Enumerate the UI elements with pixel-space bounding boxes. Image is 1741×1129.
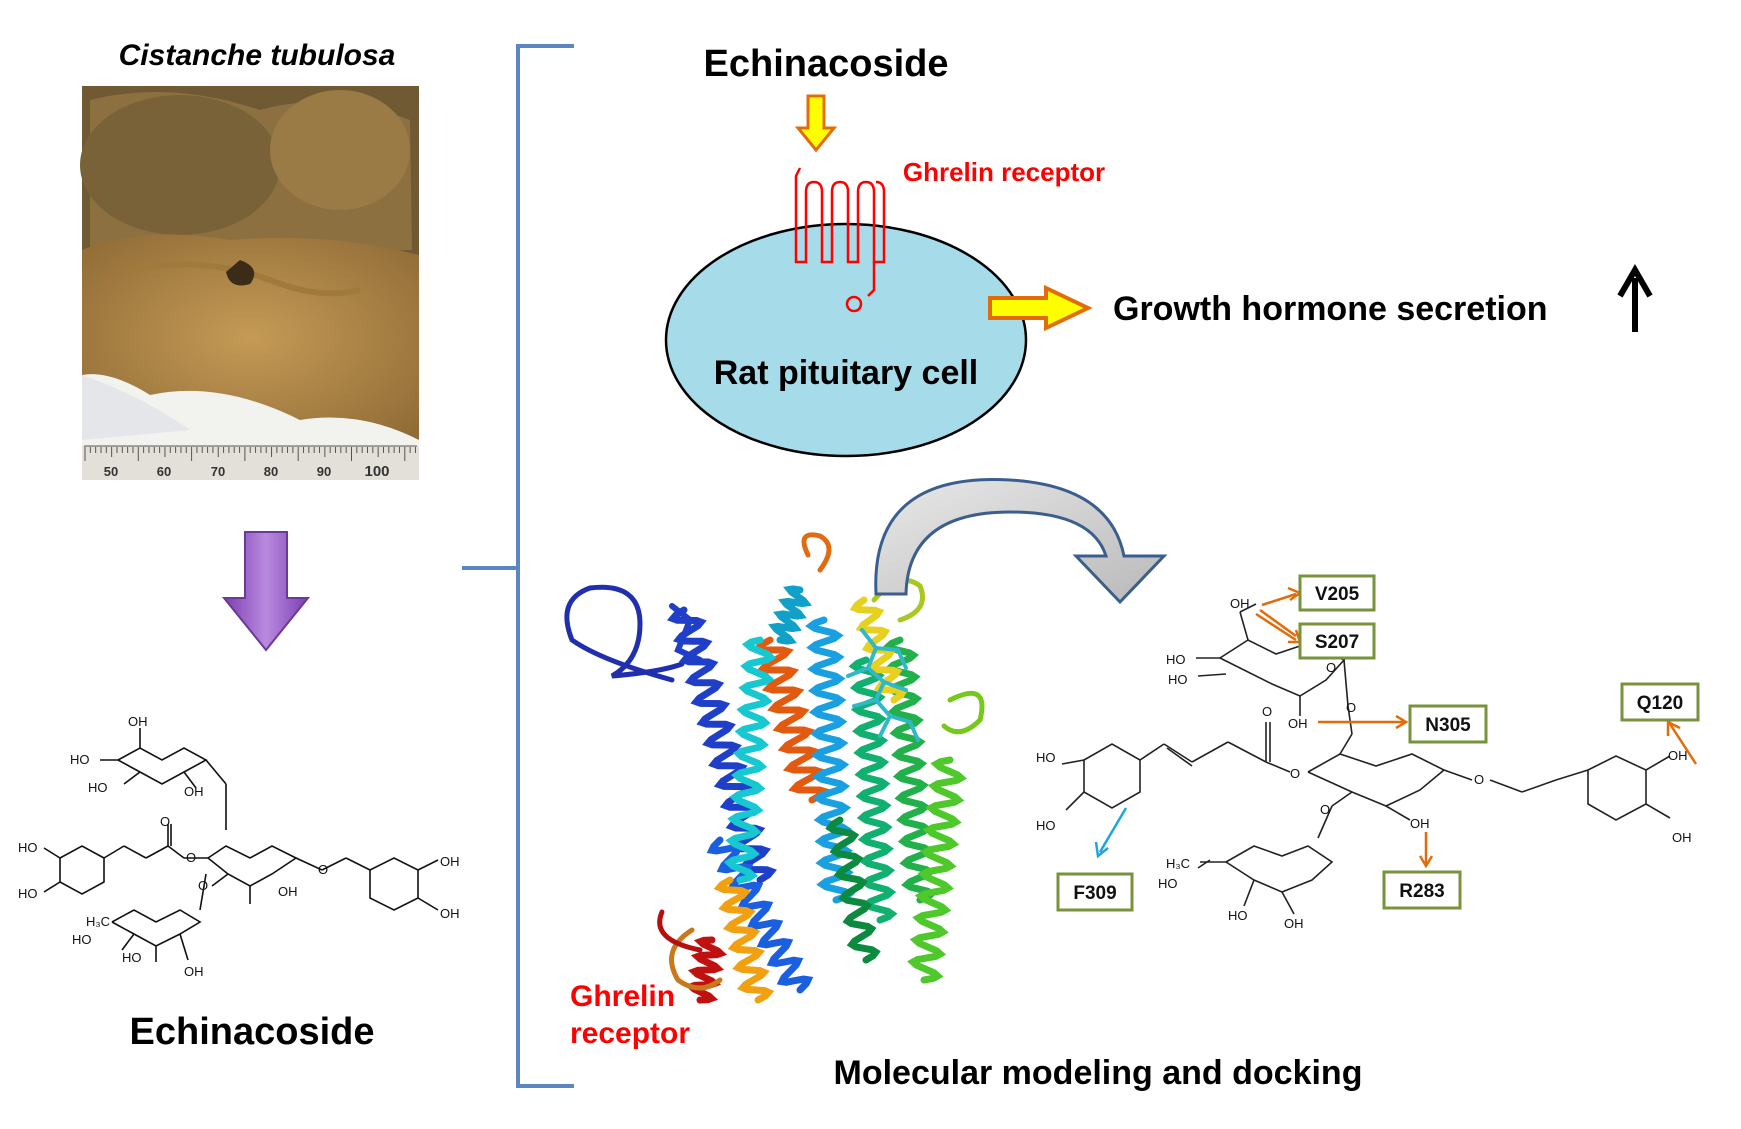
svg-text:OH: OH [1230,596,1250,611]
svg-text:O: O [1290,766,1300,781]
svg-text:HO: HO [18,840,38,855]
svg-text:O: O [1474,772,1484,787]
protein-helix [713,876,775,1004]
residue-box-v205: V205 [1298,574,1376,612]
svg-text:OH: OH [440,854,460,869]
ghrelin-receptor-icon [794,167,886,264]
svg-text:OH: OH [440,906,460,921]
residue-label-n305: N305 [1425,715,1471,736]
residue-label-v205: V205 [1315,584,1360,605]
svg-text:OH: OH [278,884,298,899]
svg-text:O: O [1320,802,1330,817]
residue-box-s207: S207 [1298,622,1376,660]
pituitary-cell [664,222,1028,458]
ruler-tick-60: 60 [157,464,171,479]
svg-text:HO: HO [1166,652,1186,667]
svg-text:O: O [160,814,170,829]
ruler-tick-50: 50 [104,464,118,479]
protein-helix [723,636,777,884]
binding-arrow-icon [794,94,838,153]
protein-helix [706,836,814,994]
svg-text:HO: HO [18,886,38,901]
residue-label-f309: F309 [1073,883,1116,904]
compound-name-left: Echinacoside [130,1011,375,1053]
svg-text:OH: OH [1284,916,1304,931]
protein-helix [825,816,881,964]
residue-box-f309: F309 [1056,872,1134,912]
svg-text:HO: HO [1036,818,1056,833]
svg-text:HO: HO [1158,876,1178,891]
ruler-tick-90: 90 [317,464,331,479]
svg-text:HO: HO [122,950,142,965]
svg-text:HO: HO [1168,672,1188,687]
residue-label-s207: S207 [1315,632,1359,653]
receptor-label-bottom-2: receptor [570,1017,690,1050]
cell-label: Rat pituitary cell [714,354,979,392]
svg-text:H₃C: H₃C [86,914,110,929]
svg-text:OH: OH [1410,816,1430,831]
residue-box-q120: Q120 [1620,682,1700,722]
protein-helix [805,616,855,904]
residue-label-q120: Q120 [1637,693,1683,714]
compound-label-top: Echinacoside [704,43,949,85]
svg-text:O: O [1326,660,1336,675]
plant-photo: 50 60 70 80 90 100 [80,86,419,480]
svg-text:OH: OH [1672,830,1692,845]
grouping-bracket [462,44,574,1088]
protein-helix [882,636,938,904]
echinacoside-structure-docked [1061,603,1671,915]
svg-text:OH: OH [1668,748,1688,763]
protein-helix [907,756,967,984]
svg-text:O: O [1346,700,1356,715]
svg-text:HO: HO [70,752,90,767]
effect-label: Growth hormone secretion [1113,290,1548,328]
svg-text:O: O [198,878,208,893]
svg-text:OH: OH [184,784,204,799]
residue-box-r283: R283 [1382,870,1462,910]
modeling-caption: Molecular modeling and docking [834,1054,1363,1092]
receptor-tail [867,262,876,297]
plant-title: Cistanche tubulosa [119,39,396,72]
residue-box-n305: N305 [1408,704,1488,744]
receptor-label-top: Ghrelin receptor [903,157,1105,187]
ruler-tick-70: 70 [211,464,225,479]
svg-text:O: O [318,862,328,877]
svg-text:HO: HO [72,932,92,947]
svg-text:O: O [1262,704,1272,719]
protein-helix [751,636,831,804]
receptor-label-bottom-1: Ghrelin [570,980,675,1013]
purple-down-arrow-icon [221,531,311,652]
svg-text:OH: OH [128,714,148,729]
protein-helix [768,585,812,645]
svg-text:HO: HO [1228,908,1248,923]
receptor-protein-ribbon [564,532,985,1004]
svg-text:HO: HO [1036,750,1056,765]
svg-text:OH: OH [1288,716,1308,731]
interaction-arrows [1094,586,1698,869]
ruler-tick-100: 100 [364,463,389,480]
echinacoside-structure-small [43,728,439,962]
svg-text:OH: OH [184,964,204,979]
up-arrow-icon [1617,263,1653,332]
receptor-terminal-icon [845,295,863,313]
svg-text:HO: HO [88,780,108,795]
svg-text:O: O [186,850,196,865]
secretion-arrow-icon [988,284,1093,332]
docking-curved-arrow-icon [874,478,1168,605]
residue-label-r283: R283 [1399,881,1444,902]
svg-text:H₃C: H₃C [1166,856,1190,871]
ruler-tick-80: 80 [264,464,278,479]
